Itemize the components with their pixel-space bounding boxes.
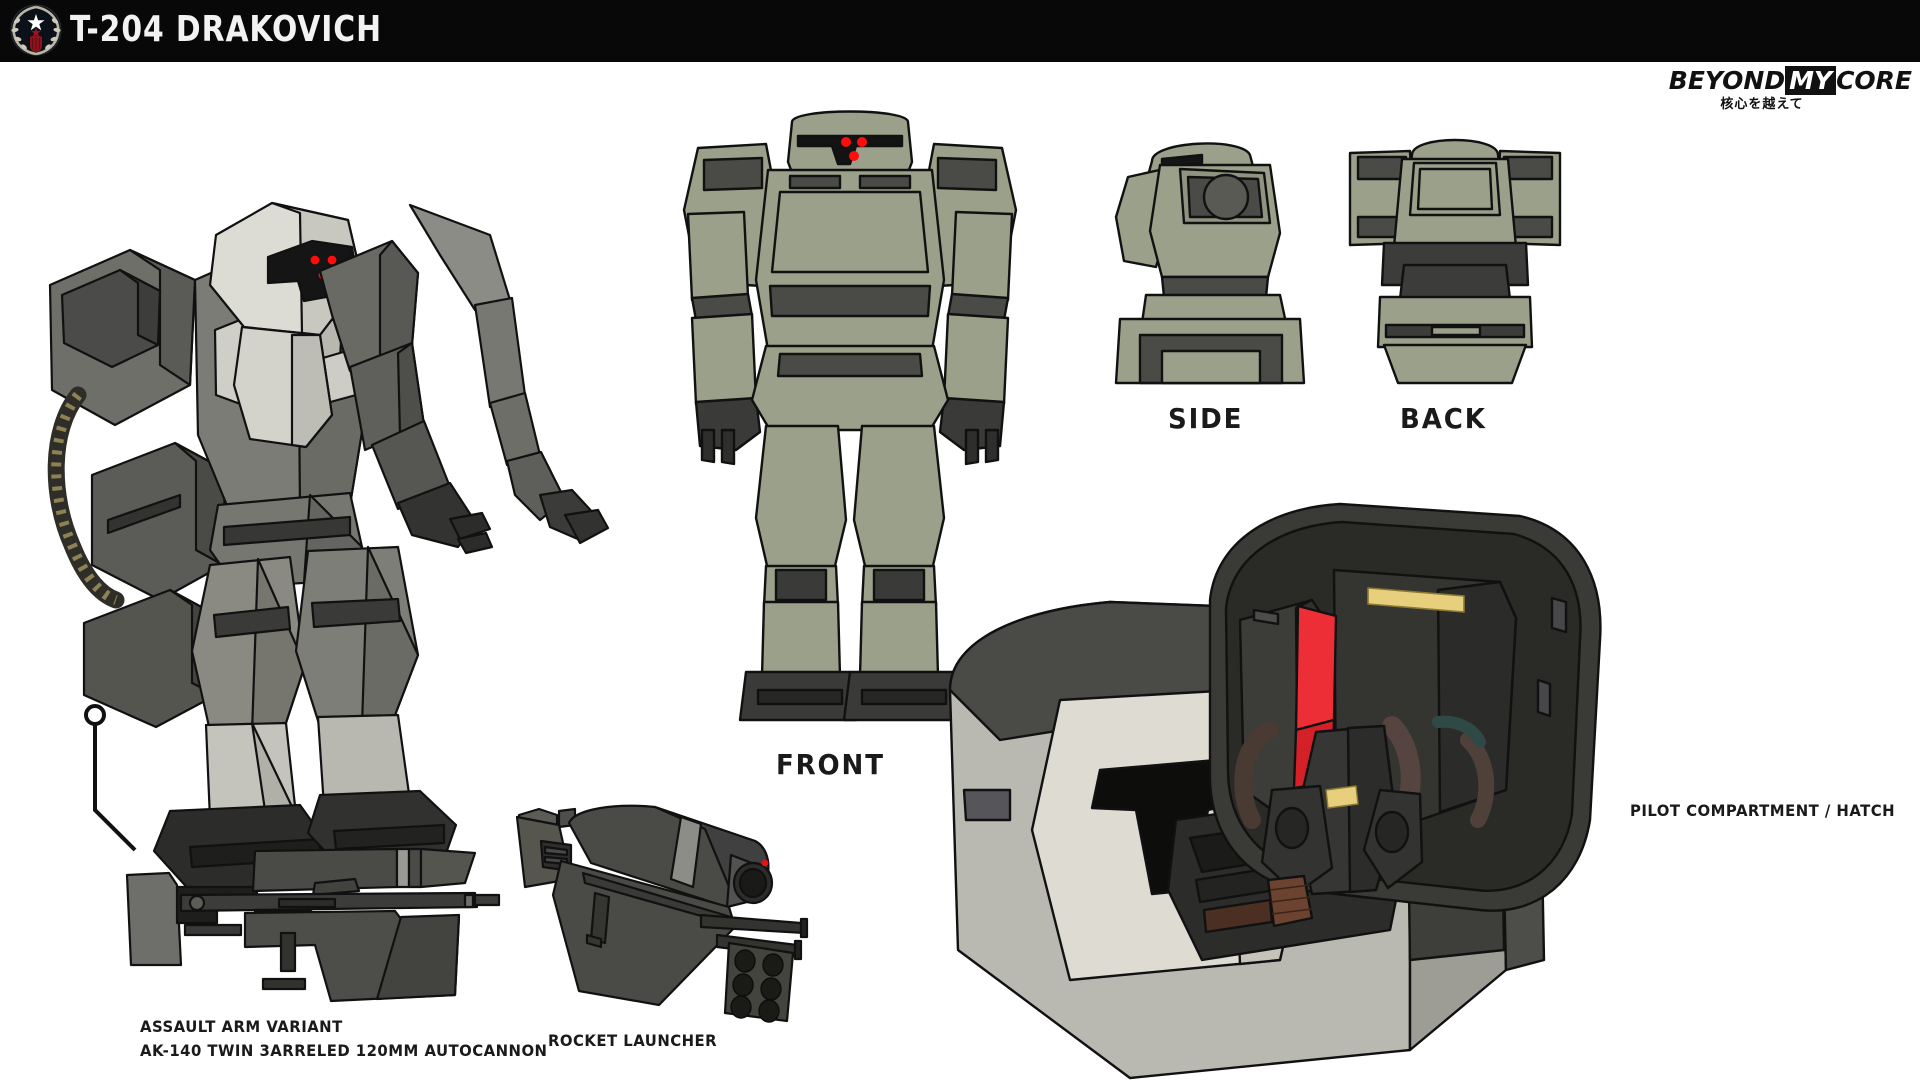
view-label-front: FRONT [776,748,885,781]
assault-arm-weapon-art [125,847,501,1003]
brand-word-beyond: BEYOND [1668,66,1786,95]
callout-rocket-launcher: ROCKET LAUNCHER [548,1031,718,1050]
mech-side-view [1114,142,1306,385]
page-title: T-204 DRAKOVICH [70,9,382,50]
view-label-side: SIDE [1168,402,1244,435]
faction-emblem-icon [10,4,62,56]
callout-assault-arm-line2: AK-140 TWIN 3ARRELED 120MM AUTOCANNON [140,1041,548,1060]
rocket-launcher-art [515,804,809,1023]
brand-subtitle-japanese: 核心を越えて [1720,97,1804,112]
mech-front-view [682,110,1018,722]
title-bar: T-204 DRAKOVICH [0,0,1920,62]
brand-word-my: MY [1785,66,1837,95]
callout-pilot-compartment: PILOT COMPARTMENT / HATCH [1630,801,1896,820]
callout-assault-arm-line1: ASSAULT ARM VARIANT [140,1017,343,1036]
mech-three-quarter-view [47,201,610,895]
view-label-back: BACK [1400,402,1487,435]
callout-leader-line [84,704,137,852]
brand-word-core: CORE [1836,66,1912,95]
pilot-compartment-art [948,502,1602,1080]
mech-back-view [1348,138,1562,385]
